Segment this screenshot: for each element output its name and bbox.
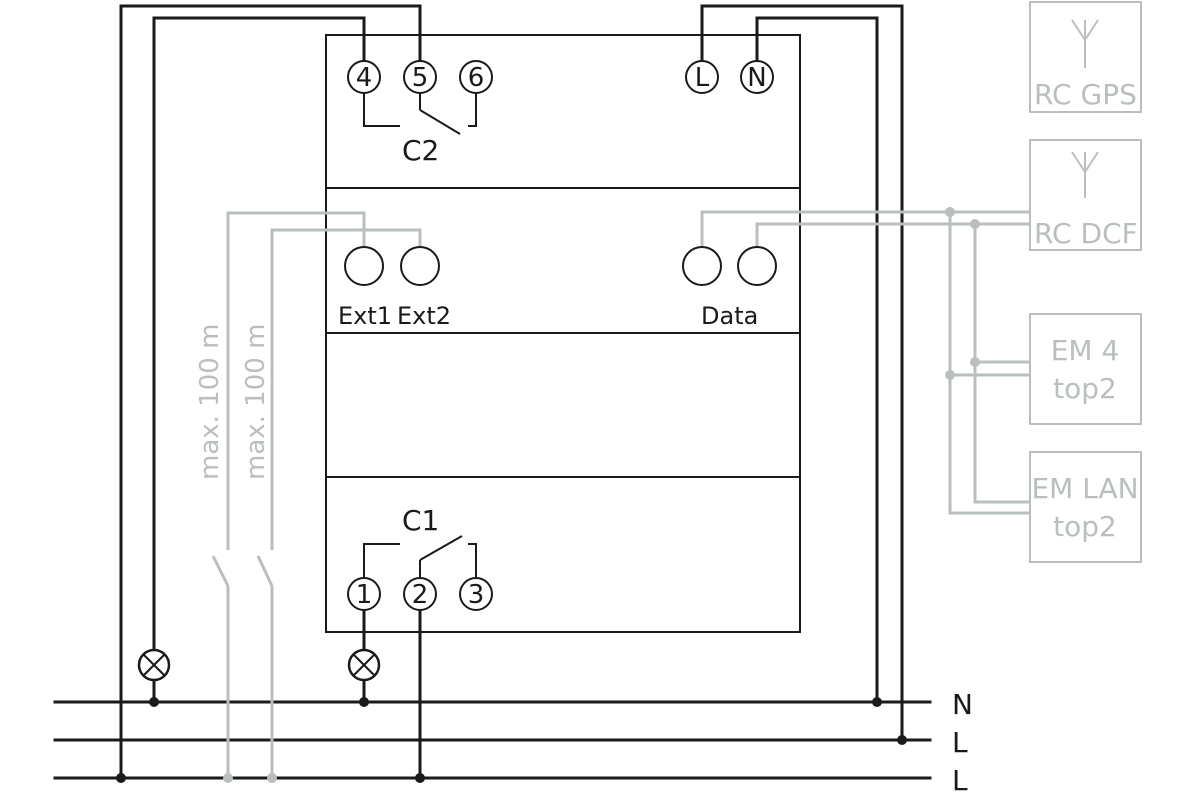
terminal-1 bbox=[347, 577, 381, 611]
terminal-l-label: L bbox=[695, 63, 710, 93]
terminal-5-label: 5 bbox=[412, 63, 429, 93]
wire-l bbox=[700, 4, 904, 742]
terminal-5 bbox=[403, 60, 437, 94]
peripheral-em4: EM 4 top2 bbox=[1029, 313, 1142, 425]
terminal-3 bbox=[459, 577, 493, 611]
terminals-inputs: Ext1 Ext2 Data bbox=[338, 246, 777, 330]
lamp-c2 bbox=[137, 648, 171, 682]
emlan-label-line2: top2 bbox=[1053, 510, 1117, 543]
terminal-3-label: 3 bbox=[468, 580, 485, 610]
peripheral-rc-dcf: RC DCF bbox=[1029, 139, 1142, 251]
mains-label-n: N bbox=[952, 688, 973, 721]
em4-label-line2: top2 bbox=[1053, 372, 1117, 405]
wire-c2-common bbox=[119, 4, 422, 780]
black-wiring bbox=[119, 4, 904, 780]
rc-gps-label: RC GPS bbox=[1034, 78, 1137, 111]
terminal-4 bbox=[347, 60, 381, 94]
terminal-ext2 bbox=[400, 246, 440, 286]
rc-dcf-label: RC DCF bbox=[1034, 217, 1138, 250]
emlan-label-line1: EM LAN bbox=[1031, 472, 1138, 505]
terminal-n bbox=[740, 60, 774, 94]
mains-label-l2: L bbox=[952, 764, 968, 797]
terminals-c1: C1 1 2 3 bbox=[347, 504, 493, 611]
terminal-6 bbox=[459, 60, 493, 94]
data-label: Data bbox=[701, 302, 758, 330]
terminal-4-label: 4 bbox=[356, 63, 373, 93]
terminal-2-label: 2 bbox=[412, 580, 429, 610]
relay-c1-label: C1 bbox=[402, 504, 439, 537]
terminal-6-label: 6 bbox=[468, 63, 485, 93]
peripheral-emlan: EM LAN top2 bbox=[1029, 451, 1142, 563]
cable-limit-ext1: max. 100 m bbox=[195, 324, 225, 480]
peripheral-rc-gps: RC GPS bbox=[1029, 1, 1142, 113]
ext2-label: Ext2 bbox=[397, 302, 451, 330]
terminal-l bbox=[685, 60, 719, 94]
junctions bbox=[116, 697, 907, 783]
relay-c2-label: C2 bbox=[402, 134, 439, 167]
mains-label-l1: L bbox=[952, 726, 968, 759]
terminal-ext1 bbox=[344, 246, 384, 286]
lamp-c1 bbox=[347, 648, 381, 682]
external-input-wiring: max. 100 m max. 100 m bbox=[195, 211, 422, 783]
ext1-label: Ext1 bbox=[338, 302, 392, 330]
terminal-1-label: 1 bbox=[356, 580, 373, 610]
terminal-data-b bbox=[737, 246, 777, 286]
terminal-2 bbox=[403, 577, 437, 611]
terminal-n-label: N bbox=[747, 63, 766, 93]
terminal-data-a bbox=[682, 246, 722, 286]
data-bus-wiring bbox=[700, 207, 1030, 515]
relay-c2-contacts bbox=[363, 93, 477, 135]
wire-c2-nc bbox=[152, 16, 366, 652]
wire-n bbox=[755, 16, 879, 704]
relay-c1-contacts bbox=[363, 535, 477, 577]
em4-label-line1: EM 4 bbox=[1051, 334, 1120, 367]
device-housing bbox=[325, 34, 801, 633]
mains-bus: N L L bbox=[53, 688, 973, 797]
cable-limit-ext2: max. 100 m bbox=[241, 324, 271, 480]
terminals-c2: 4 5 6 C2 bbox=[347, 60, 493, 167]
terminals-power: L N bbox=[685, 60, 774, 94]
